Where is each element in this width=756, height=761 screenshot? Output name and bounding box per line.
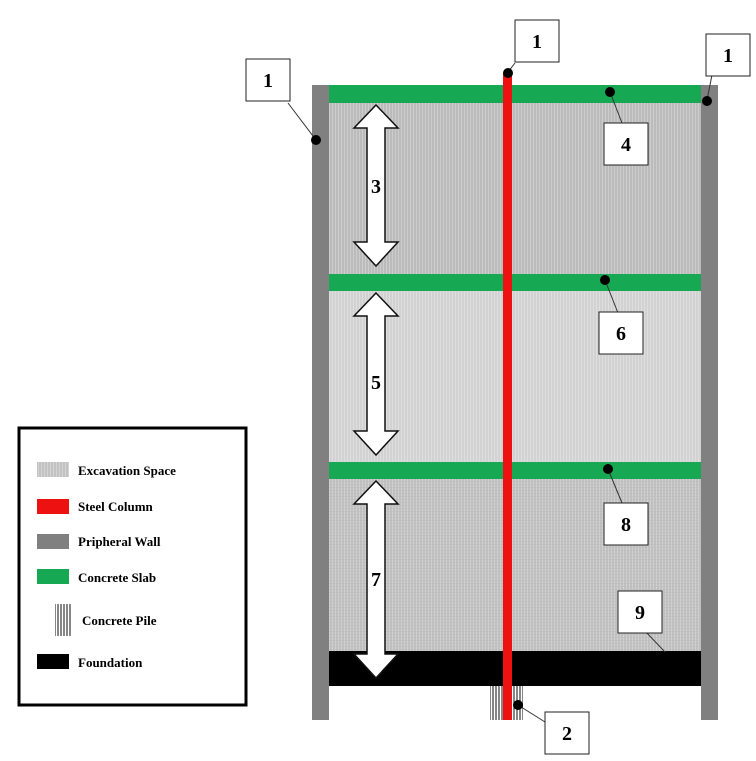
foundation-swatch-icon <box>37 654 69 669</box>
peripheral-wall-left <box>312 85 329 720</box>
legend-label-peripheral-wall: Pripheral Wall <box>78 534 161 549</box>
excavation-swatch-icon <box>37 462 69 477</box>
peripheral-wall-swatch-icon <box>37 534 69 549</box>
steel-column <box>503 73 512 720</box>
leader-slab-top <box>609 91 623 124</box>
marker-dot-slab-bottom <box>603 464 613 474</box>
callout-pile-label: 2 <box>562 723 572 745</box>
arrow-middle-label: 5 <box>371 372 381 394</box>
leader-slab-bottom <box>607 468 623 504</box>
callout-slab-top-label: 4 <box>621 134 631 156</box>
leader-pile <box>517 704 546 723</box>
peripheral-wall-right <box>701 85 718 720</box>
marker-dot-wall-left <box>311 135 321 145</box>
leader-wall-left <box>287 102 317 141</box>
legend-label-concrete-pile: Concrete Pile <box>82 613 157 628</box>
double-arrow-top <box>352 103 400 268</box>
leader-foundation <box>644 630 666 653</box>
callout-pile: 2 <box>544 711 590 755</box>
concrete-slab-middle <box>329 274 701 291</box>
legend-label-excavation-space: Excavation Space <box>78 463 176 478</box>
marker-dot-slab-top <box>605 87 615 97</box>
callout-wall-right: 1 <box>705 33 751 77</box>
steel-column-swatch-icon <box>37 499 69 514</box>
arrow-bottom-label: 7 <box>371 569 381 591</box>
double-arrow-middle <box>352 291 400 457</box>
callout-column-top-label: 1 <box>532 31 542 53</box>
callout-wall-left: 1 <box>245 58 291 102</box>
callout-slab-bottom: 8 <box>603 502 649 546</box>
concrete-pile-swatch-icon <box>55 604 71 636</box>
marker-dot-slab-middle <box>600 275 610 285</box>
leader-wall-right <box>706 74 713 101</box>
callout-wall-left-label: 1 <box>263 70 273 92</box>
callout-slab-middle-label: 6 <box>616 323 626 345</box>
concrete-slab-top <box>329 85 701 103</box>
marker-dot-wall-right <box>702 96 712 106</box>
marker-dot-pile <box>513 700 523 710</box>
legend-label-steel-column: Steel Column <box>78 499 154 514</box>
callout-slab-middle: 6 <box>598 311 644 355</box>
legend-label-foundation: Foundation <box>78 655 143 670</box>
arrow-top-label: 3 <box>371 176 381 198</box>
callout-column-top: 1 <box>514 19 560 63</box>
callout-foundation: 9 <box>617 590 663 634</box>
concrete-slab-bottom <box>329 462 701 479</box>
leader-slab-middle <box>604 279 619 314</box>
legend: Excavation Space Steel Column Pripheral … <box>17 426 248 707</box>
marker-dot-column-top <box>503 68 513 78</box>
callout-slab-bottom-label: 8 <box>621 514 631 536</box>
callout-wall-right-label: 1 <box>723 45 733 67</box>
concrete-slab-swatch-icon <box>37 569 69 584</box>
legend-label-concrete-slab: Concrete Slab <box>78 570 156 585</box>
double-arrow-bottom <box>352 479 400 680</box>
callout-foundation-label: 9 <box>635 602 645 624</box>
callout-slab-top: 4 <box>603 122 649 166</box>
